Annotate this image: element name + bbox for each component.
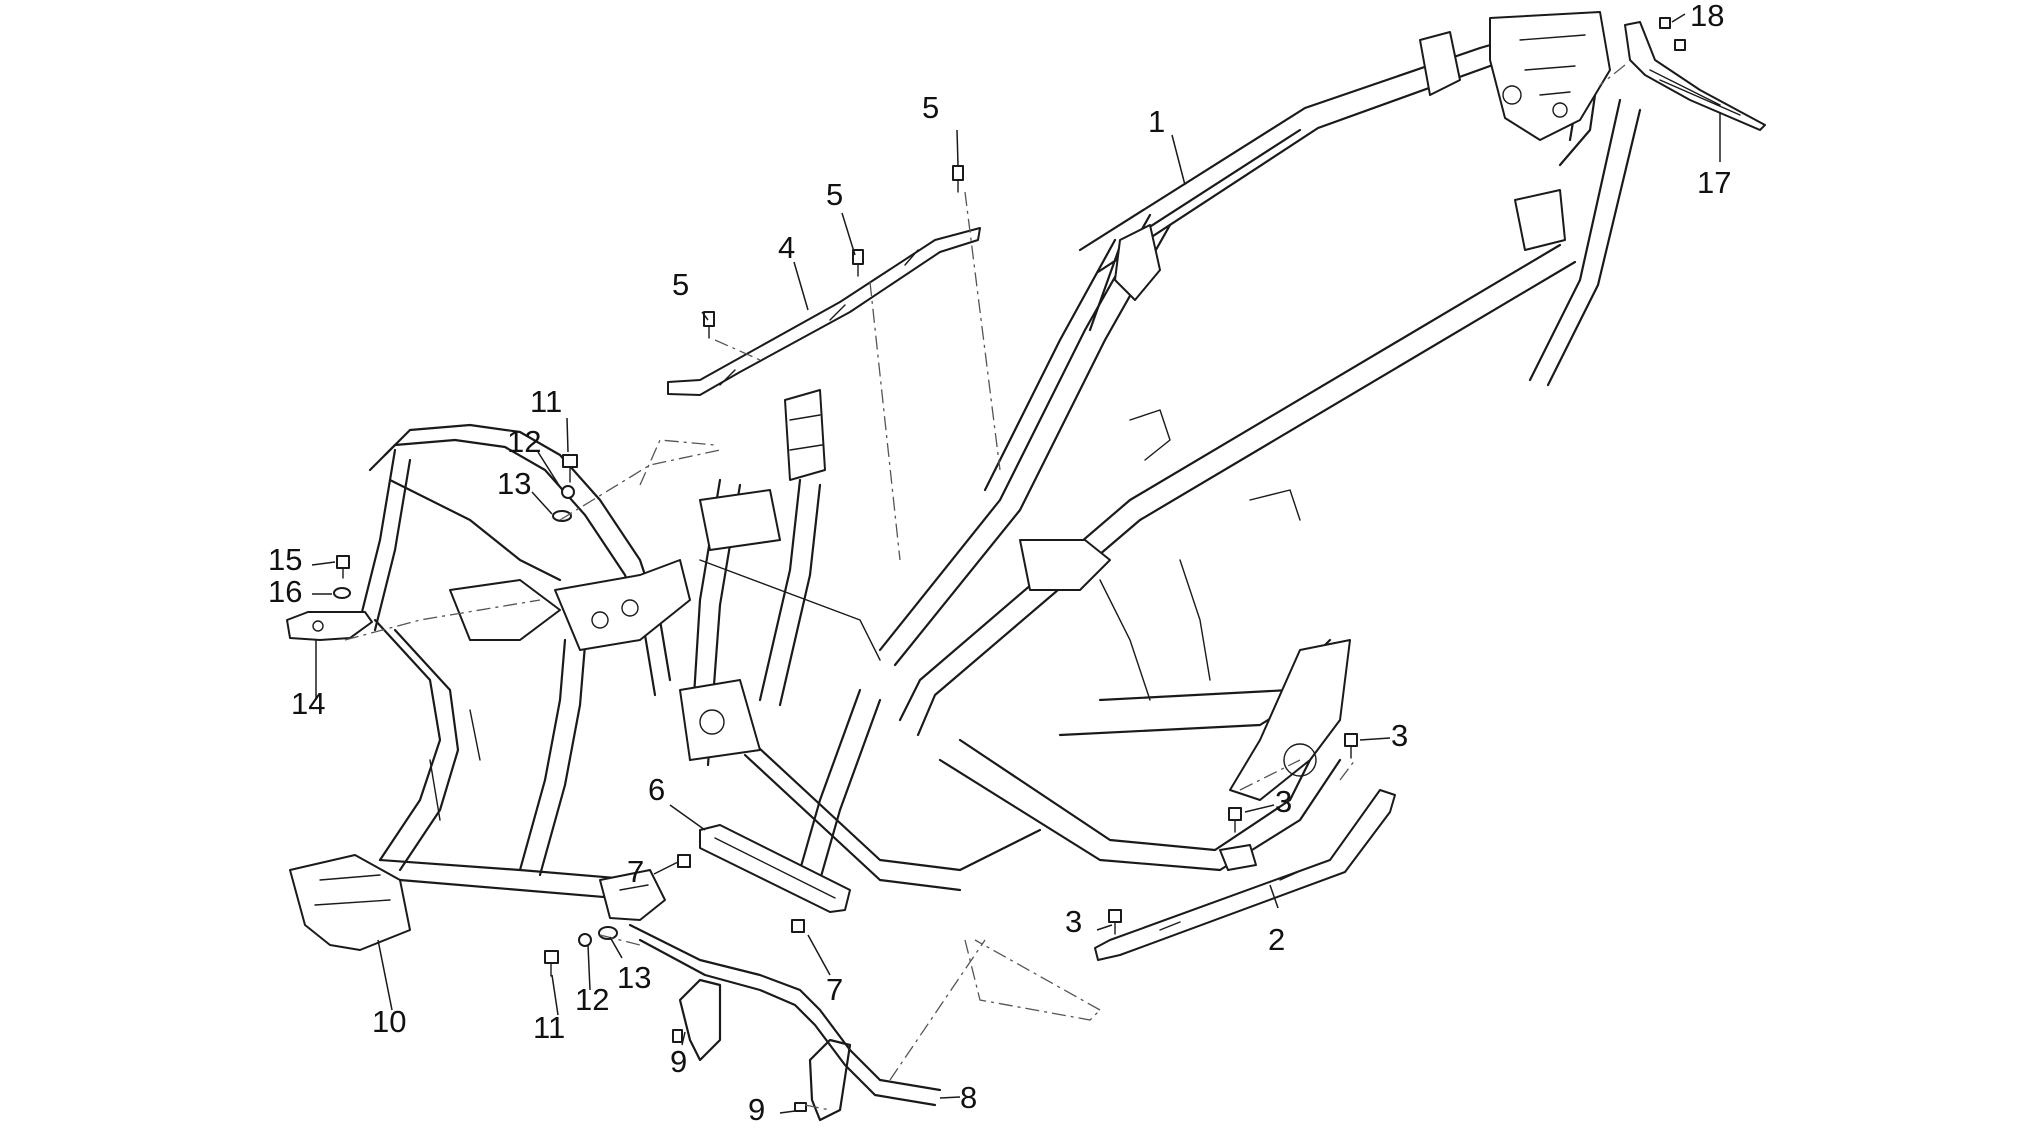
assembly-lines (344, 64, 1626, 1111)
callout-1: 1 (1148, 104, 1165, 139)
callout-11a: 11 (530, 384, 562, 419)
hardware (333, 17, 1686, 1112)
bracket-14 (286, 611, 373, 641)
callout-15: 15 (268, 542, 302, 577)
callout-13b: 13 (617, 960, 651, 995)
lower-bracket-8 (628, 923, 942, 1122)
callout-17: 17 (1697, 165, 1731, 200)
callout-6: 6 (648, 772, 665, 807)
callout-3b: 3 (1275, 784, 1292, 819)
footboard-rail-2 (1094, 789, 1396, 961)
callout-2: 2 (1268, 922, 1285, 957)
callout-13a: 13 (497, 466, 531, 501)
plate-6 (699, 824, 851, 913)
callout-7b: 7 (826, 972, 843, 1007)
callout-11b: 11 (533, 1010, 565, 1045)
main-frame (679, 11, 1642, 892)
leader-lines (311, 13, 1721, 1114)
callout-14: 14 (291, 686, 325, 721)
front-subframe-10 (289, 423, 691, 951)
callout-5b: 5 (826, 177, 843, 212)
callout-9a: 9 (670, 1044, 687, 1079)
callout-3c: 3 (1065, 904, 1082, 939)
callout-8: 8 (960, 1080, 977, 1115)
callout-9b: 9 (748, 1092, 765, 1127)
callout-18: 18 (1690, 0, 1724, 33)
callout-5a: 5 (672, 267, 689, 302)
callout-3a: 3 (1391, 718, 1408, 753)
callout-5c: 5 (922, 90, 939, 125)
callout-labels: 1 2 3 3 3 4 5 5 5 6 7 7 8 9 9 10 11 11 1… (268, 0, 1731, 1127)
callout-10: 10 (372, 1004, 406, 1039)
callout-16: 16 (268, 574, 302, 609)
rear-plate-17 (1624, 21, 1766, 131)
callout-7a: 7 (627, 854, 644, 889)
bracket-rail-4 (667, 227, 981, 396)
callout-12b: 12 (575, 982, 609, 1017)
callout-4: 4 (778, 230, 795, 265)
callout-12a: 12 (507, 424, 541, 459)
